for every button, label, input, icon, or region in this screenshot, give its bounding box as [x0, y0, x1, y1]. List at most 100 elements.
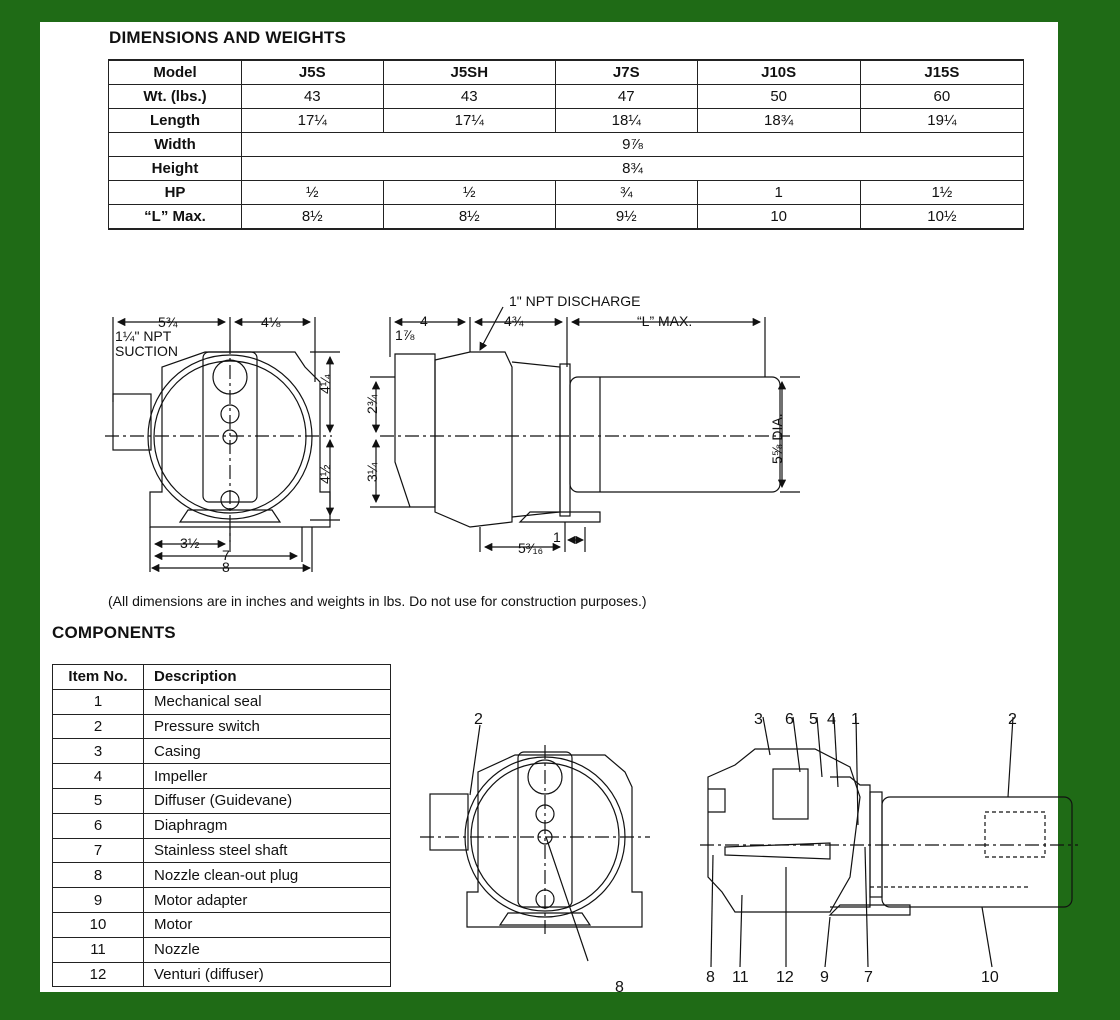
item-description: Casing: [143, 738, 391, 765]
table-row: Width 9⅞: [108, 132, 1024, 157]
table-cell: 50: [696, 84, 861, 109]
item-number: 5: [52, 788, 144, 814]
callout-label: 2: [474, 711, 483, 728]
table-cell: 18¾: [696, 108, 861, 133]
dim-label: 4½: [317, 464, 333, 484]
item-number: 12: [52, 962, 144, 988]
callout-label: 7: [864, 969, 873, 986]
row-header: Width: [108, 132, 242, 157]
table-cell: 17¼: [241, 108, 384, 133]
item-description: Nozzle clean-out plug: [143, 862, 391, 889]
item-number: 2: [52, 714, 144, 740]
dim-label: 4¼: [317, 374, 333, 394]
callout-label: 4: [827, 711, 836, 728]
dim-label: 8: [222, 559, 230, 575]
table-cell: 10: [696, 204, 861, 230]
table-cell: 9½: [554, 204, 698, 230]
dim-label: 4: [420, 313, 428, 329]
spec-sheet: DIMENSIONS AND WEIGHTS Model J5S J5SH J7…: [40, 22, 1078, 996]
dim-label: 2¾: [364, 394, 380, 414]
row-header: HP: [108, 180, 242, 205]
item-description: Diffuser (Guidevane): [143, 788, 391, 814]
dim-label: 5¾: [158, 314, 178, 330]
dimensions-note: (All dimensions are in inches and weight…: [108, 593, 647, 609]
column-header: Item No.: [52, 664, 144, 690]
dim-label: 4¾: [504, 313, 524, 329]
callout-label: 1: [851, 711, 860, 728]
callout-label: 6: [785, 711, 794, 728]
dim-label: 7: [222, 547, 230, 563]
table-cell: ¾: [554, 180, 698, 205]
dim-label: 3½: [180, 535, 200, 551]
column-header: Model: [108, 59, 242, 85]
dim-label: “L” MAX.: [637, 313, 692, 329]
item-number: 8: [52, 862, 144, 889]
table-cell: ½: [382, 180, 556, 205]
table-cell: ½: [241, 180, 384, 205]
callout-label: 12: [776, 969, 794, 986]
table-cell: 8½: [241, 204, 384, 230]
table-cell: 47: [554, 84, 698, 109]
item-number: 10: [52, 912, 144, 938]
table-cell: 8¾: [241, 156, 1024, 181]
column-header: J5S: [241, 59, 384, 85]
dimensions-table: Model J5S J5SH J7S J10S J15S Wt. (lbs.) …: [108, 59, 1025, 230]
table-row: “L” Max. 8½ 8½ 9½ 10 10½: [108, 204, 1025, 230]
dim-label: 1¼" NPT: [115, 328, 172, 344]
front-view-drawing: [105, 340, 332, 542]
front-dimension-lines: [112, 317, 340, 573]
component-drawings: 2 8 3 6 5 4 1 2 8 11 12 9 7 10: [420, 711, 1078, 996]
item-description: Impeller: [143, 763, 391, 789]
table-cell: 9⅞: [241, 132, 1024, 157]
component-section-view: [700, 716, 1078, 968]
item-number: 7: [52, 838, 144, 864]
item-description: Venturi (diffuser): [143, 962, 391, 988]
column-header: J7S: [554, 59, 698, 85]
callout-label: 11: [732, 969, 749, 986]
callout-label: 8: [706, 969, 715, 986]
dim-label: 5⅝ DIA.: [769, 413, 785, 464]
column-header: Description: [143, 664, 391, 690]
dim-label: 1" NPT DISCHARGE: [509, 293, 641, 309]
item-number: 4: [52, 763, 144, 789]
callout-label: 8: [615, 979, 624, 996]
table-row: Height 8¾: [108, 156, 1024, 181]
table-header-row: Model J5S J5SH J7S J10S J15S: [108, 59, 1025, 85]
table-cell: 8½: [382, 204, 556, 230]
item-description: Nozzle: [143, 937, 391, 963]
callout-label: 3: [754, 711, 763, 728]
item-number: 6: [52, 813, 144, 839]
item-description: Stainless steel shaft: [143, 838, 391, 864]
table-cell: 18¼: [554, 108, 698, 133]
table-header-row: Item No. Description: [52, 664, 391, 690]
item-number: 9: [52, 887, 144, 913]
table-cell: 43: [241, 84, 384, 109]
side-view-drawing: [380, 351, 790, 528]
item-description: Mechanical seal: [143, 689, 391, 715]
item-number: 11: [52, 937, 144, 963]
table-row: HP ½ ½ ¾ 1 1½: [108, 180, 1025, 205]
table-cell: 1: [696, 180, 861, 205]
column-header: J5SH: [382, 59, 556, 85]
dim-label: 1: [553, 529, 561, 545]
item-description: Motor: [143, 912, 391, 938]
dimensions-title: DIMENSIONS AND WEIGHTS: [109, 28, 347, 47]
row-header: “L” Max.: [108, 204, 242, 230]
components-title: COMPONENTS: [52, 623, 176, 642]
callout-label: 10: [981, 969, 999, 986]
item-description: Motor adapter: [143, 887, 391, 913]
item-number: 1: [52, 689, 144, 715]
